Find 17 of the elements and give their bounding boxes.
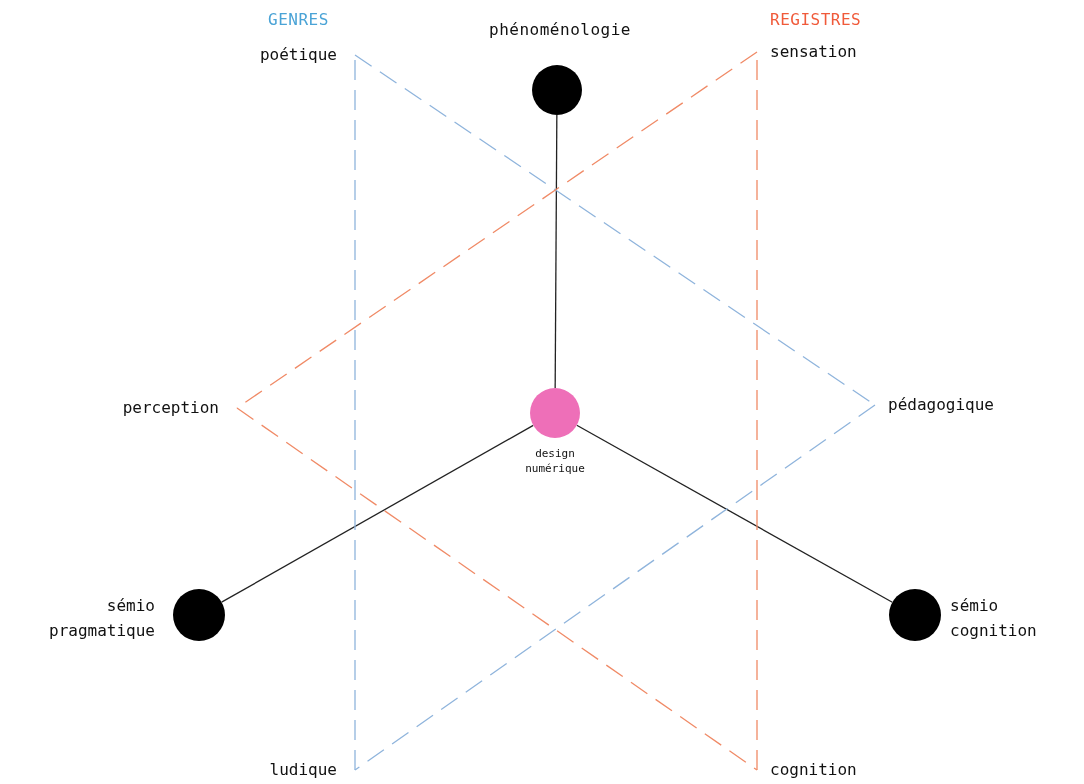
vertex-label: perception <box>97 397 237 419</box>
group-heading: REGISTRES <box>770 10 862 29</box>
group-heading: GENRES <box>268 10 329 29</box>
connector-line <box>220 424 534 603</box>
node-label: sémio cognition <box>950 595 1038 642</box>
vertex-label: poétique <box>230 44 355 66</box>
node-label: phénoménologie <box>488 20 632 39</box>
vertex-label: sensation <box>757 41 887 63</box>
connector-line <box>554 114 558 389</box>
vertex-label: pédagogique <box>875 394 1030 416</box>
node-label: design numérique <box>524 446 586 476</box>
dashed-line <box>236 407 758 771</box>
connector-line <box>576 424 893 603</box>
vertex-label: ludique <box>240 759 355 781</box>
vertex-label: cognition <box>757 759 887 781</box>
dashed-line <box>354 404 876 771</box>
node-label: sémio pragmatique <box>48 595 155 642</box>
